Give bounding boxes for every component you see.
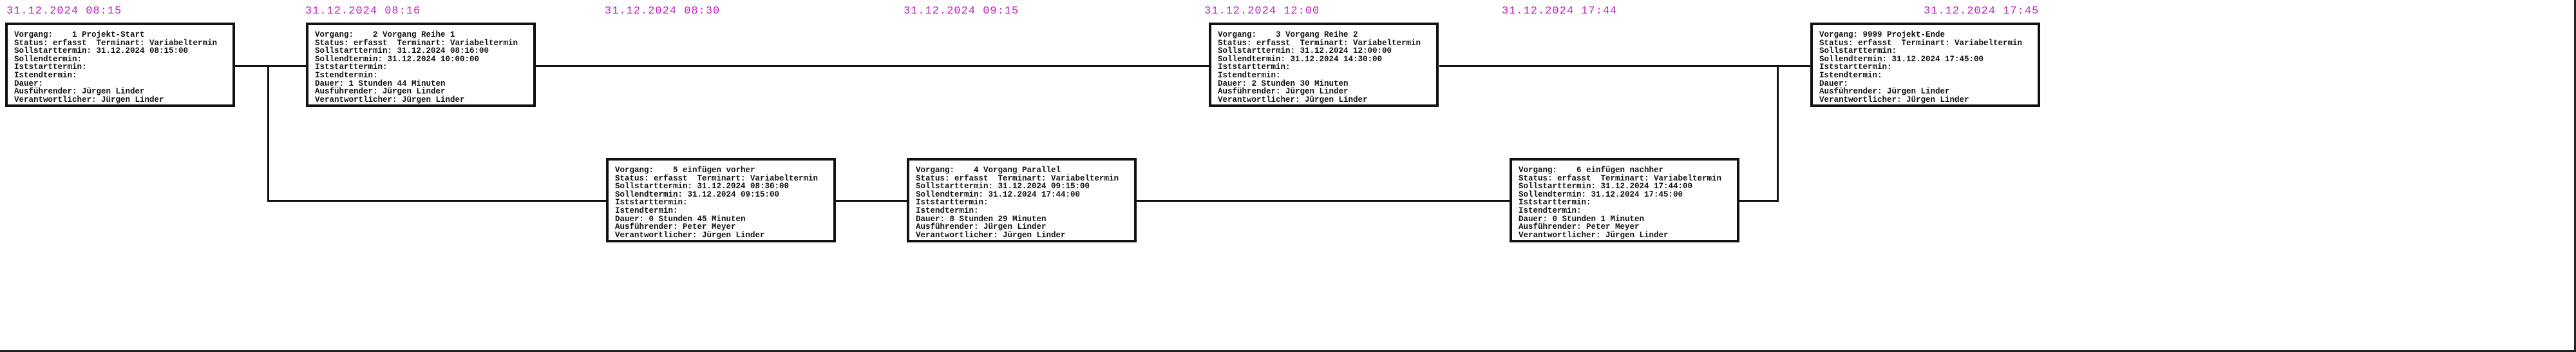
task-field: Ausführender: Jürgen Linder xyxy=(1218,87,1349,97)
task-field: Sollendtermin: xyxy=(14,54,82,64)
task-field: Status: erfasst Terminart: Variabeltermi… xyxy=(1218,38,1421,48)
task-field: Iststarttermin: xyxy=(1218,63,1291,72)
time-label: 31.12.2024 08:16 xyxy=(305,5,421,17)
task-field: Vorgang: 1 Projekt-Start xyxy=(14,30,145,39)
task-field: Sollstarttermin: 31.12.2024 09:15:00 xyxy=(916,182,1090,191)
task-field: Vorgang: 2 Vorgang Reihe 1 xyxy=(315,30,455,39)
time-label: 31.12.2024 17:45 xyxy=(1924,5,2040,17)
task-field: Dauer: 8 Stunden 29 Minuten xyxy=(916,214,1046,224)
task-field: Vorgang: 9999 Projekt-Ende xyxy=(1819,30,1946,39)
task-field: Verantwortlicher: Jürgen Linder xyxy=(1218,95,1368,104)
task-field: Status: erfasst Terminart: Variabeltermi… xyxy=(1519,173,1722,183)
connector-line xyxy=(836,200,907,202)
task-field: Verantwortlicher: Jürgen Linder xyxy=(916,230,1066,240)
time-label: 31.12.2024 08:30 xyxy=(605,5,721,17)
time-label: 31.12.2024 08:15 xyxy=(6,5,122,17)
connector-line xyxy=(267,65,269,202)
task-field: Status: erfasst Terminart: Variabeltermi… xyxy=(315,38,518,48)
task-field: Ausführender: Jürgen Linder xyxy=(1819,87,1950,97)
time-label: 31.12.2024 17:44 xyxy=(1502,5,1618,17)
task-field: Sollendtermin: 31.12.2024 17:45:00 xyxy=(1819,54,1984,64)
task-field: Iststarttermin: xyxy=(1519,198,1591,208)
task-field: Sollendtermin: 31.12.2024 17:45:00 xyxy=(1519,190,1683,199)
task-field: Istendtermin: xyxy=(1218,70,1281,80)
task-field: Istendtermin: xyxy=(916,206,979,215)
task-field: Iststarttermin: xyxy=(1819,63,1892,72)
task-field: Vorgang: 3 Vorgang Reihe 2 xyxy=(1218,30,1358,39)
task-field: Istendtermin: xyxy=(1519,206,1582,215)
task-field: Istendtermin: xyxy=(315,70,378,80)
connector-line xyxy=(267,200,607,202)
task-field: Iststarttermin: xyxy=(916,198,989,208)
time-label: 31.12.2024 12:00 xyxy=(1204,5,1320,17)
task-field: Dauer: 2 Stunden 30 Minuten xyxy=(1218,79,1349,88)
task-field: Verantwortlicher: Jürgen Linder xyxy=(315,95,465,104)
task-field: Dauer: xyxy=(14,79,44,88)
task-field: Sollendtermin: 31.12.2024 09:15:00 xyxy=(615,190,780,199)
task-field: Sollstarttermin: 31.12.2024 08:16:00 xyxy=(315,46,489,56)
connector-line xyxy=(235,65,306,67)
task-field: Sollendtermin: 31.12.2024 14:30:00 xyxy=(1218,54,1383,64)
task-field: Ausführender: Jürgen Linder xyxy=(315,87,446,97)
task-field: Status: erfasst Terminart: Variabeltermi… xyxy=(14,38,218,48)
task-field: Vorgang: 5 einfügen vorher xyxy=(615,166,755,175)
task-field: Verantwortlicher: Jürgen Linder xyxy=(14,95,164,104)
task-field: Sollstarttermin: 31.12.2024 17:44:00 xyxy=(1519,182,1693,191)
task-field: Iststarttermin: xyxy=(615,198,688,208)
task-field: Vorgang: 4 Vorgang Parallel xyxy=(916,166,1061,175)
task-field: Ausführender: Jürgen Linder xyxy=(14,87,145,97)
task-field: Dauer: 0 Stunden 45 Minuten xyxy=(615,214,746,224)
task-field: Sollstarttermin: 31.12.2024 08:15:00 xyxy=(14,46,189,56)
task-field: Sollstarttermin: 31.12.2024 08:30:00 xyxy=(615,182,790,191)
task-field: Iststarttermin: xyxy=(14,63,87,72)
connector-line xyxy=(1739,200,1779,202)
connector-line xyxy=(1777,65,1779,202)
task-field: Sollstarttermin: xyxy=(1819,46,1897,56)
task-field: Sollstarttermin: 31.12.2024 12:00:00 xyxy=(1218,46,1392,56)
task-field: Ausführender: Peter Meyer xyxy=(615,222,736,232)
connector-line xyxy=(1439,65,1811,67)
task-field: Dauer: xyxy=(1819,79,1849,88)
task-field: Status: erfasst Terminart: Variabeltermi… xyxy=(615,173,819,183)
task-field: Iststarttermin: xyxy=(315,63,388,72)
task-field: Verantwortlicher: Jürgen Linder xyxy=(1519,230,1669,240)
task-field: Verantwortlicher: Jürgen Linder xyxy=(615,230,765,240)
task-field: Status: erfasst Terminart: Variabeltermi… xyxy=(916,173,1119,183)
task-field: Istendtermin: xyxy=(1819,70,1882,80)
connector-line xyxy=(536,65,1209,67)
task-field: Sollendtermin: 31.12.2024 10:00:00 xyxy=(315,54,480,64)
task-field: Sollendtermin: 31.12.2024 17:44:00 xyxy=(916,190,1081,199)
connector-line xyxy=(1137,200,1510,202)
task-field: Dauer: 1 Stunden 44 Minuten xyxy=(315,79,446,88)
task-field: Ausführender: Jürgen Linder xyxy=(916,222,1046,232)
task-field: Istendtermin: xyxy=(14,70,77,80)
task-field: Status: erfasst Terminart: Variabeltermi… xyxy=(1819,38,2023,48)
task-field: Vorgang: 6 einfügen nachher xyxy=(1519,166,1664,175)
task-field: Dauer: 0 Stunden 1 Minuten xyxy=(1519,214,1645,224)
task-field: Ausführender: Peter Meyer xyxy=(1519,222,1640,232)
task-field: Verantwortlicher: Jürgen Linder xyxy=(1819,95,1969,104)
time-label: 31.12.2024 09:15 xyxy=(904,5,1019,17)
task-field: Istendtermin: xyxy=(615,206,678,215)
